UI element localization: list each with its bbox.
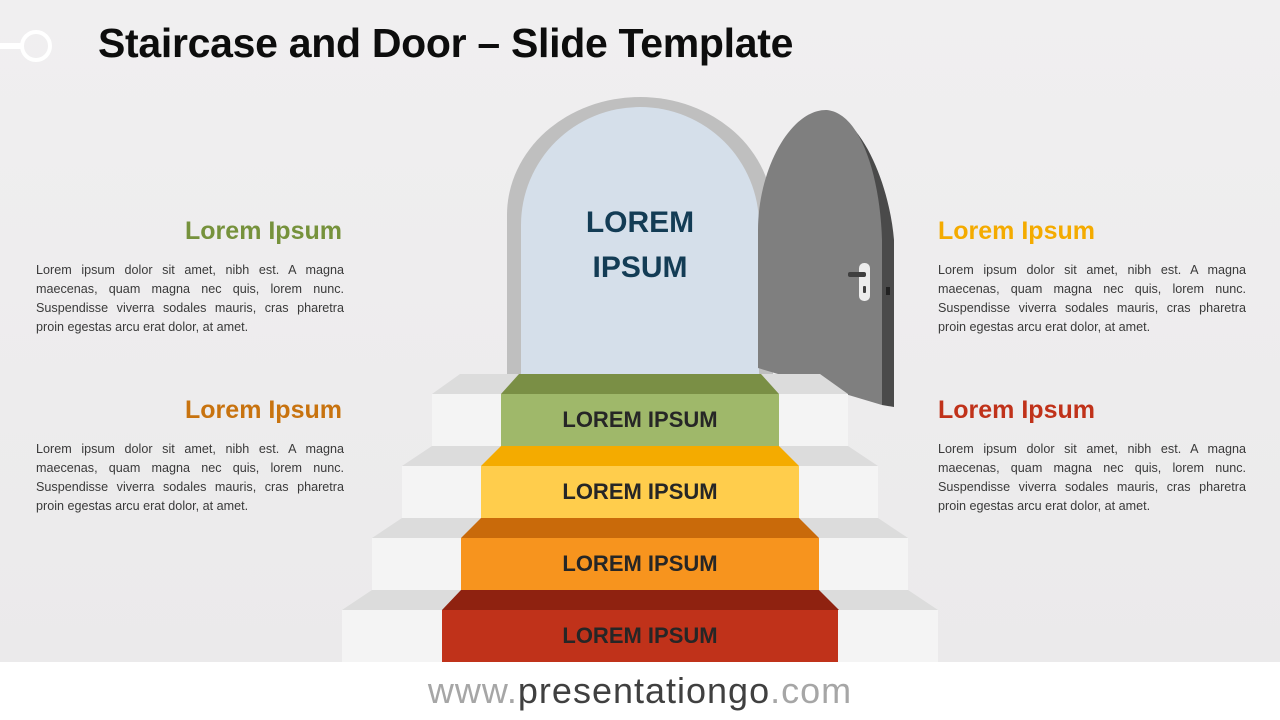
footer-url-suffix: .com	[770, 670, 853, 711]
footer-url-prefix: www.	[427, 670, 518, 711]
key-ring-icon	[20, 30, 52, 62]
staircase-door-diagram	[342, 97, 938, 662]
slide-title: Staircase and Door – Slide Template	[98, 20, 794, 66]
right-bottom-text: Lorem ipsum dolor sit amet, nibh est. A …	[938, 442, 1246, 513]
door-label-line2: IPSUM	[592, 251, 688, 284]
door-label: LOREM IPSUM	[520, 200, 760, 290]
left-bottom-text: Lorem ipsum dolor sit amet, nibh est. A …	[36, 442, 344, 513]
carpet-tread-1	[501, 374, 779, 394]
carpet-tread-3	[461, 518, 819, 538]
step-label-3: LOREM IPSUM	[562, 551, 718, 576]
right-top-text: Lorem ipsum dolor sit amet, nibh est. A …	[938, 263, 1246, 334]
carpet-riser-1	[501, 394, 779, 446]
title-key-bar	[0, 43, 24, 49]
door-latch	[886, 287, 890, 295]
step-label-2: LOREM IPSUM	[562, 479, 718, 504]
open-door-leaf-edge	[826, 110, 894, 407]
footer-url-brand: presentationgo	[517, 670, 771, 711]
door-handle-plate	[859, 263, 870, 301]
door-label-line1: LOREM	[585, 206, 695, 239]
carpet-tread-4	[442, 590, 839, 610]
carpet-riser-4	[442, 610, 838, 662]
step-label-4: LOREM IPSUM	[562, 623, 718, 648]
slide-canvas: Staircase and Door – Slide Template LORE…	[0, 0, 1280, 662]
right-bottom-heading: Lorem Ipsum	[938, 396, 1095, 424]
left-top-text: Lorem ipsum dolor sit amet, nibh est. A …	[36, 263, 344, 334]
door-handle-lever	[848, 272, 866, 277]
left-bottom-heading: Lorem Ipsum	[185, 396, 342, 424]
open-door-leaf	[758, 110, 882, 405]
door-keyhole-icon	[863, 286, 866, 293]
carpet-riser-3	[461, 538, 819, 590]
left-top-heading: Lorem Ipsum	[185, 217, 342, 245]
footer-url[interactable]: www.presentationgo.com	[0, 662, 1280, 720]
doorway-opening	[521, 107, 759, 374]
step-label-1: LOREM IPSUM	[562, 407, 718, 432]
right-top-heading: Lorem Ipsum	[938, 217, 1095, 245]
carpet-riser-2	[481, 466, 799, 518]
carpet-tread-2	[481, 446, 799, 466]
